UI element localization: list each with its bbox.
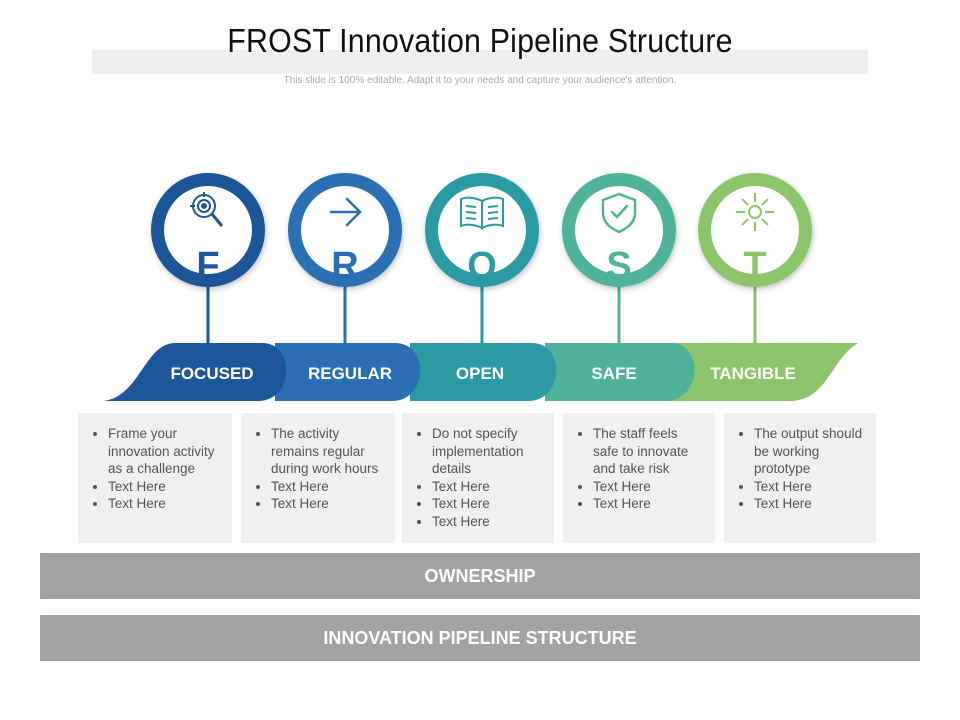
desc-box-tangible: The output should be working prototype T… (724, 413, 876, 543)
target-search-icon (190, 192, 224, 227)
bullet: Text Here (432, 513, 544, 531)
bullet: The staff feels safe to innovate and tak… (593, 425, 705, 478)
band-segment-focused (104, 343, 287, 401)
open-book-icon (460, 196, 504, 230)
bullet: The output should be working prototype (754, 425, 866, 478)
desc-box-focused: Frame your innovation activity as a chal… (78, 413, 232, 543)
band-segment-open (410, 343, 557, 401)
letter-f: F (196, 245, 219, 287)
bullet: Text Here (432, 478, 544, 496)
letter-t: T (743, 245, 766, 287)
label-safe: SAFE (591, 364, 636, 383)
light-burst-icon (736, 193, 774, 231)
desc-box-safe: The staff feels safe to innovate and tak… (563, 413, 715, 543)
arrow-right-icon (329, 197, 362, 227)
title-band (92, 50, 868, 74)
circle-r (288, 173, 402, 287)
ownership-bar: OWNERSHIP (40, 553, 920, 599)
letter-o: O (467, 245, 497, 287)
bullet: Text Here (754, 495, 866, 513)
circle-f (151, 173, 265, 287)
desc-box-regular: The activity remains regular during work… (241, 413, 395, 543)
footer-bar: INNOVATION PIPELINE STRUCTURE (40, 615, 920, 661)
bullet: Text Here (432, 495, 544, 513)
letter-s: S (606, 245, 631, 287)
bullet: Do not specify implementation details (432, 425, 544, 478)
band-segment-safe (545, 343, 695, 401)
bullet: Text Here (593, 478, 705, 496)
label-open: OPEN (456, 364, 504, 383)
desc-box-open: Do not specify implementation details Te… (402, 413, 554, 543)
band-segment-regular (275, 343, 421, 401)
bullet: Text Here (593, 495, 705, 513)
bullet: Text Here (271, 495, 385, 513)
label-tangible: TANGIBLE (710, 364, 796, 383)
bullet: The activity remains regular during work… (271, 425, 385, 478)
label-focused: FOCUSED (170, 364, 253, 383)
label-regular: REGULAR (308, 364, 392, 383)
bullet: Frame your innovation activity as a chal… (108, 425, 222, 478)
circle-s (562, 173, 676, 287)
page-subtitle: This slide is 100% editable. Adapt it to… (283, 75, 677, 86)
page-title: FROST Innovation Pipeline Structure (227, 22, 733, 59)
bullet: Text Here (108, 478, 222, 496)
bullet: Text Here (754, 478, 866, 496)
shield-check-icon (601, 192, 637, 234)
band-segment-tangible (655, 343, 858, 401)
bullet: Text Here (108, 495, 222, 513)
letter-r: R (331, 245, 358, 287)
bullet: Text Here (271, 478, 385, 496)
